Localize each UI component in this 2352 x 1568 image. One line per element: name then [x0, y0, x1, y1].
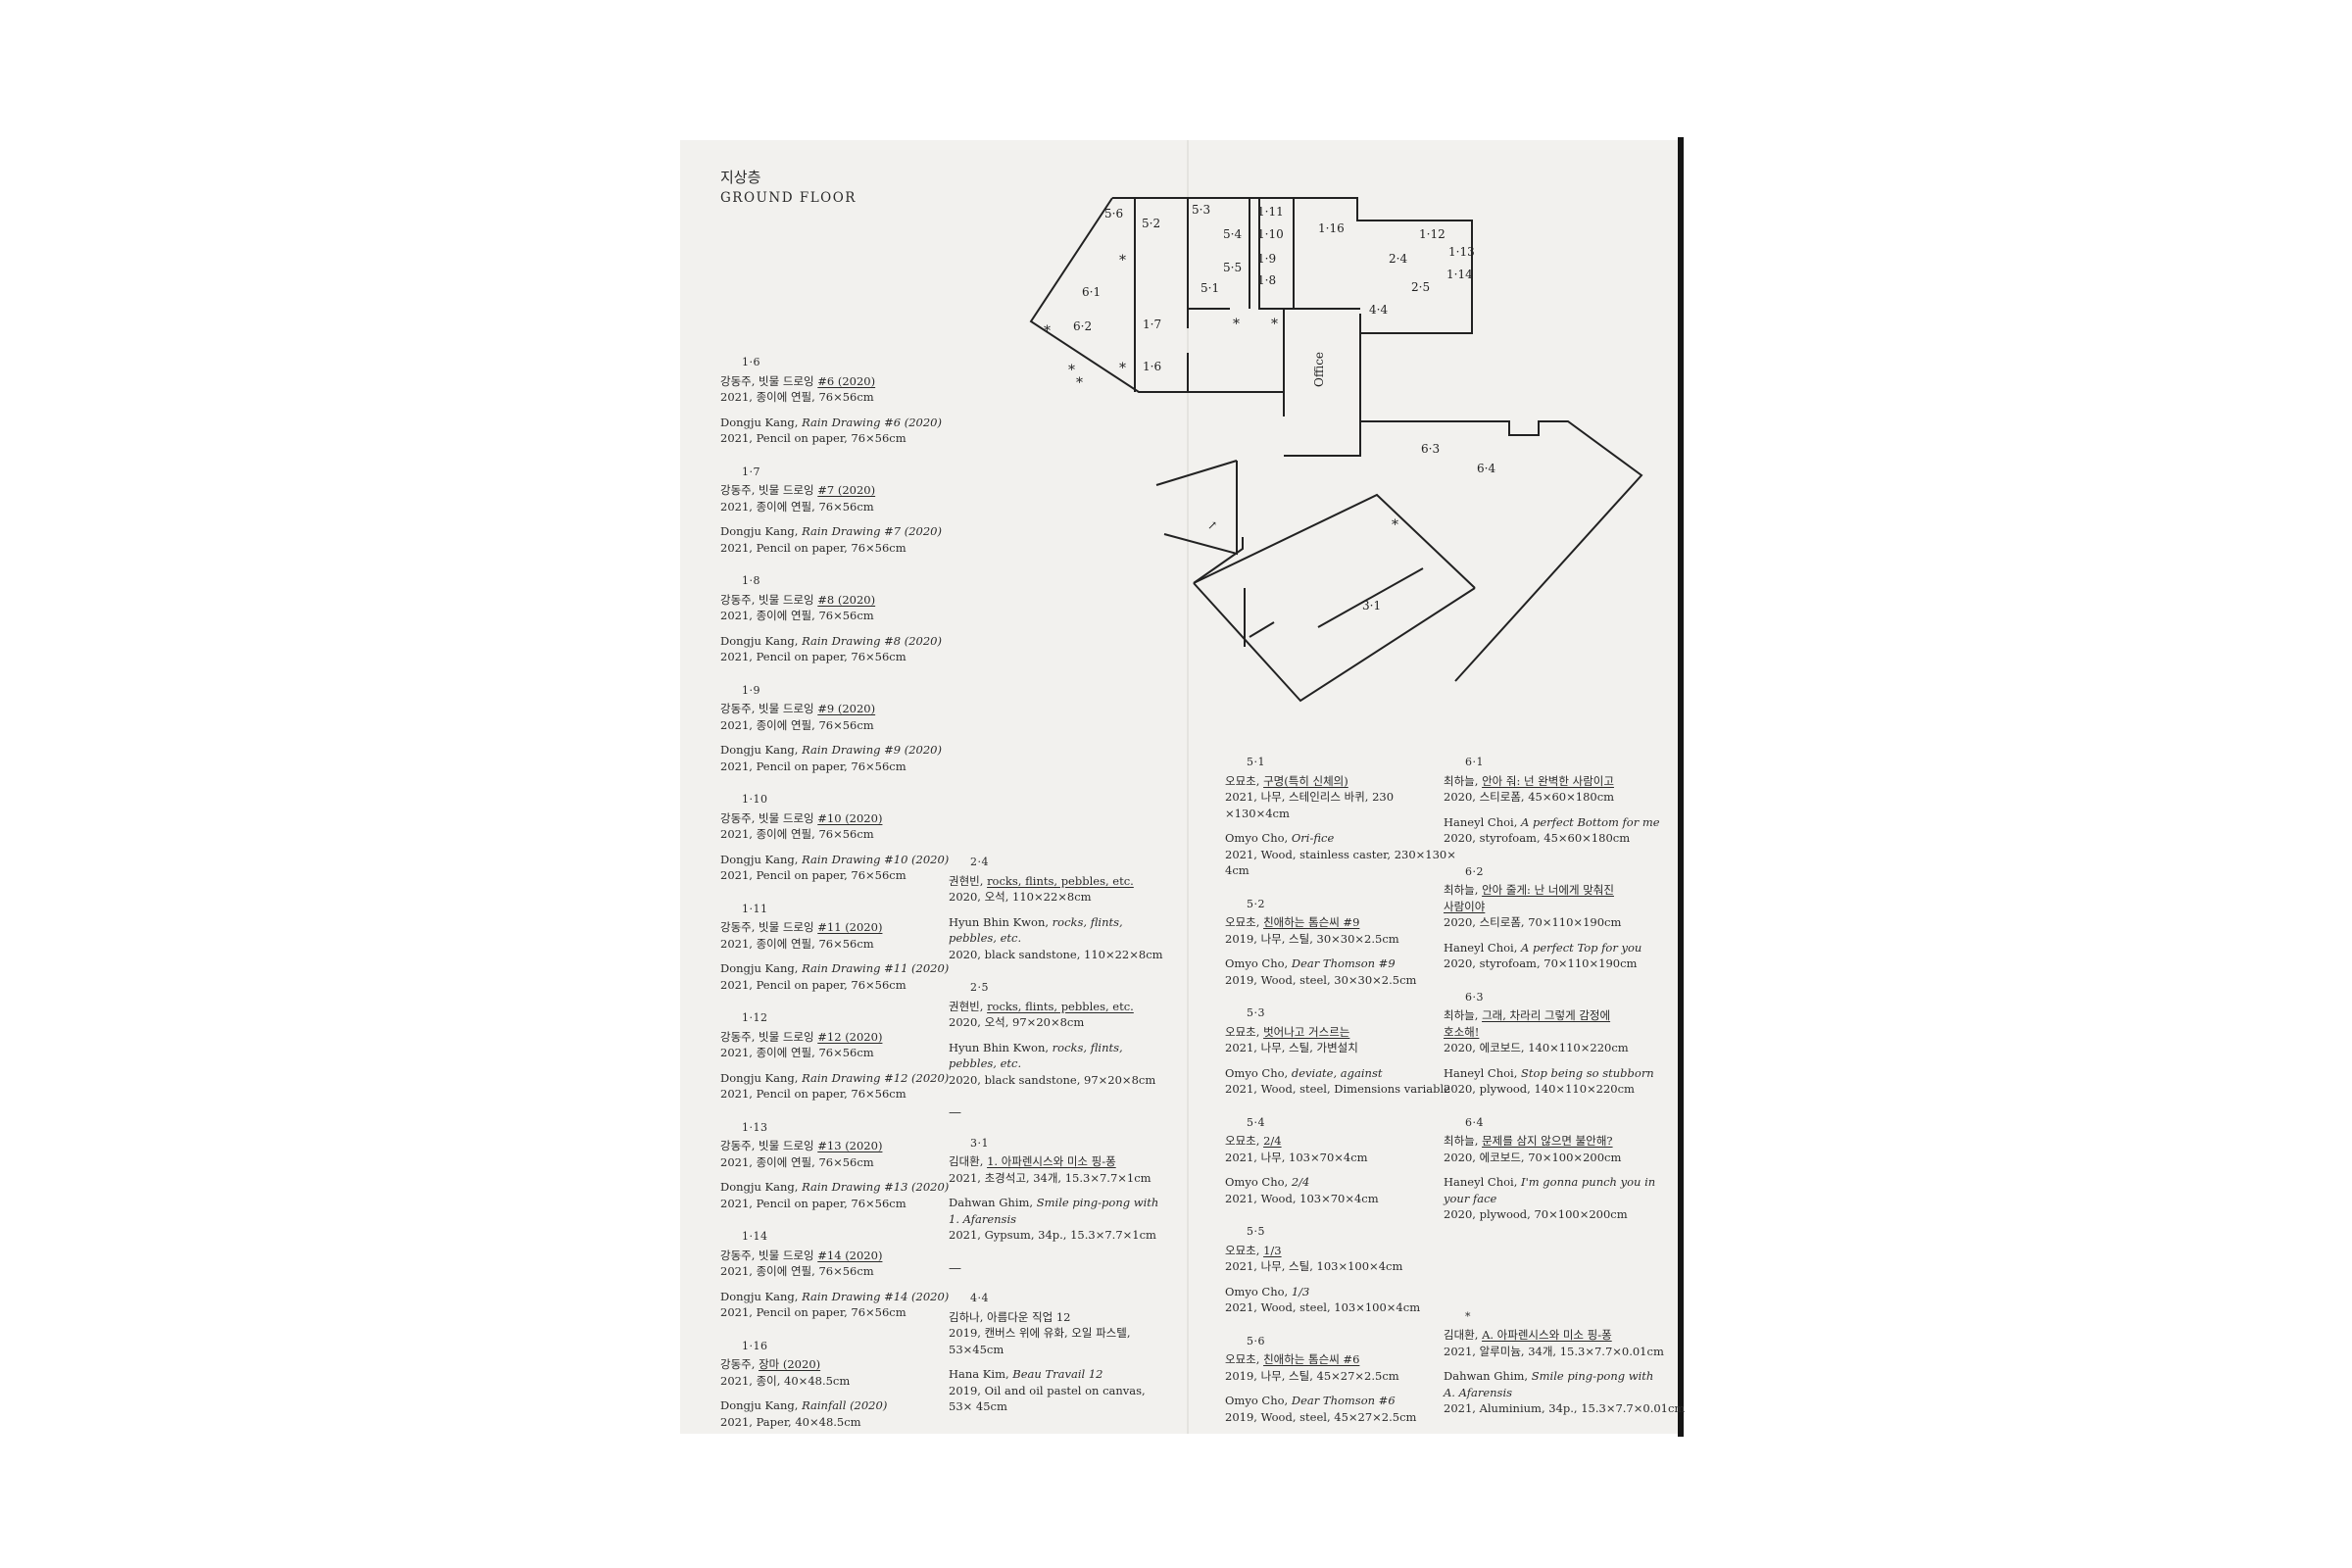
- room-label-6-3: 6·3: [1421, 442, 1440, 456]
- room-label-1-16: 1·16: [1318, 221, 1345, 235]
- map-star-6: *: [1233, 317, 1240, 332]
- room-label-5-6: 5·6: [1104, 207, 1123, 220]
- page-fold: [1187, 140, 1189, 1434]
- office-label: Office: [1312, 352, 1326, 387]
- room-label-1-7: 1·7: [1143, 318, 1161, 331]
- entry-6-3: 6·3 최하늘, 그래, 차라리 그렇게 감정에 호소해! 2020, 에코보드…: [1444, 990, 1654, 1097]
- room-label-6-2: 6·2: [1073, 319, 1092, 333]
- wall-room-31: [1193, 493, 1476, 589]
- entry-6-1: 6·1 최하늘, 안아 줘: 넌 완벽한 사람이고 2020, 스티로폼, 45…: [1444, 756, 1660, 845]
- map-star-3: *: [1119, 361, 1126, 376]
- column-3: 5·1 오묘초, 구명(특히 신체의) 2021, 나무, 스테인리스 바퀴, …: [1225, 755, 1456, 1425]
- wall-room-31-inner2: [1249, 621, 1275, 638]
- entry-4-4: 4·4 김하나, 아름다운 직업 12 2019, 캔버스 위에 유화, 오일 …: [949, 1292, 1146, 1413]
- wall-entrance: [1193, 537, 1244, 584]
- wall-gallery-top: [1360, 420, 1643, 682]
- entry-5-3: 5·3 오묘초, 벗어나고 거스르는 2021, 나무, 스틸, 가변설치 Om…: [1225, 1006, 1450, 1096]
- wall-right-top: [1294, 197, 1473, 334]
- room-label-3-1: 3·1: [1362, 599, 1381, 612]
- room-label-1-8: 1·8: [1257, 273, 1276, 287]
- room-label-5-3: 5·3: [1192, 203, 1210, 217]
- room-label-6-1: 6·1: [1082, 285, 1101, 299]
- wall-corridor: [1155, 460, 1238, 486]
- room-label-6-4: 6·4: [1477, 462, 1495, 475]
- room-label-1-12: 1·12: [1419, 227, 1446, 241]
- wall-left-wing: [1112, 197, 1284, 310]
- room-label-5-1: 5·1: [1200, 281, 1219, 295]
- entry-3-1: 3·1 김대환, 1. 아파렌시스와 미소 핑-퐁 2021, 초경석고, 34…: [949, 1136, 1159, 1243]
- entry-6-4: 6·4 최하늘, 문제를 삼지 않으면 불안해? 2020, 에코보드, 70×…: [1444, 1115, 1656, 1222]
- entry-5-4: 5·4 오묘초, 2/4 2021, 나무, 103×70×4cm Omyo C…: [1225, 1115, 1379, 1205]
- room-label-1-6: 1·6: [1143, 360, 1161, 373]
- entry-star: * 김대환, A. 아파렌시스와 미소 핑-퐁 2021, 알루미늄, 34개,…: [1444, 1309, 1686, 1416]
- column-2: 2·4 권현빈, rocks, flints, pebbles, etc. 20…: [949, 855, 1163, 1415]
- wall-right-inner: [1284, 314, 1361, 457]
- room-label-5-5: 5·5: [1223, 261, 1242, 274]
- entry-6-2: 6·2 최하늘, 안아 줄게: 난 너에게 맞춰진 사람이야 2020, 스티로…: [1444, 864, 1642, 971]
- room-label-2-5: 2·5: [1411, 280, 1430, 294]
- room-label-2-4: 2·4: [1389, 252, 1407, 266]
- room-label-5-4: 5·4: [1223, 227, 1242, 241]
- brochure-page: [680, 140, 1682, 1434]
- room-label-5-2: 5·2: [1142, 217, 1160, 230]
- room-label-1-13: 1·13: [1448, 245, 1475, 259]
- room-label-1-11: 1·11: [1257, 205, 1284, 219]
- entry-5-1: 5·1 오묘초, 구명(특히 신체의) 2021, 나무, 스테인리스 바퀴, …: [1225, 756, 1456, 877]
- entry-5-2: 5·2 오묘초, 친애하는 톰슨씨 #9 2019, 나무, 스틸, 30×30…: [1225, 897, 1417, 987]
- divider-dash-2: —: [949, 1260, 961, 1276]
- wall-gallery-left: [1163, 461, 1238, 556]
- floor-title-english: GROUND FLOOR: [720, 190, 857, 206]
- room-label-1-10: 1·10: [1257, 227, 1284, 241]
- map-star-7: *: [1271, 317, 1278, 332]
- wall-room-31-inner: [1317, 567, 1424, 628]
- divider-dash-1: —: [949, 1105, 961, 1120]
- column-4: 6·1 최하늘, 안아 줘: 넌 완벽한 사람이고 2020, 스티로폼, 45…: [1444, 755, 1685, 1417]
- entrance-arrow-icon: ↗: [1207, 518, 1217, 532]
- page-edge: [1678, 137, 1684, 1437]
- map-star-1: *: [1119, 253, 1126, 269]
- map-star-5: *: [1076, 375, 1083, 391]
- floor-title-korean: 지상층: [720, 169, 761, 186]
- map-star-4: *: [1068, 363, 1075, 378]
- room-label-4-4: 4·4: [1369, 303, 1388, 317]
- map-star-8: *: [1392, 517, 1398, 533]
- entry-2-4: 2·4 권현빈, rocks, flints, pebbles, etc. 20…: [949, 856, 1163, 961]
- entry-5-5: 5·5 오묘초, 1/3 2021, 나무, 스틸, 103×100×4cm O…: [1225, 1225, 1421, 1314]
- entry-2-5: 2·5 권현빈, rocks, flints, pebbles, etc. 20…: [949, 981, 1156, 1087]
- room-label-1-14: 1·14: [1446, 268, 1473, 281]
- wall-room-31b: [1193, 582, 1476, 703]
- room-label-1-9: 1·9: [1257, 252, 1276, 266]
- entry-5-6: 5·6 오묘초, 친애하는 톰슨씨 #6 2019, 나무, 스틸, 45×27…: [1225, 1334, 1417, 1424]
- map-star-2: *: [1044, 323, 1051, 339]
